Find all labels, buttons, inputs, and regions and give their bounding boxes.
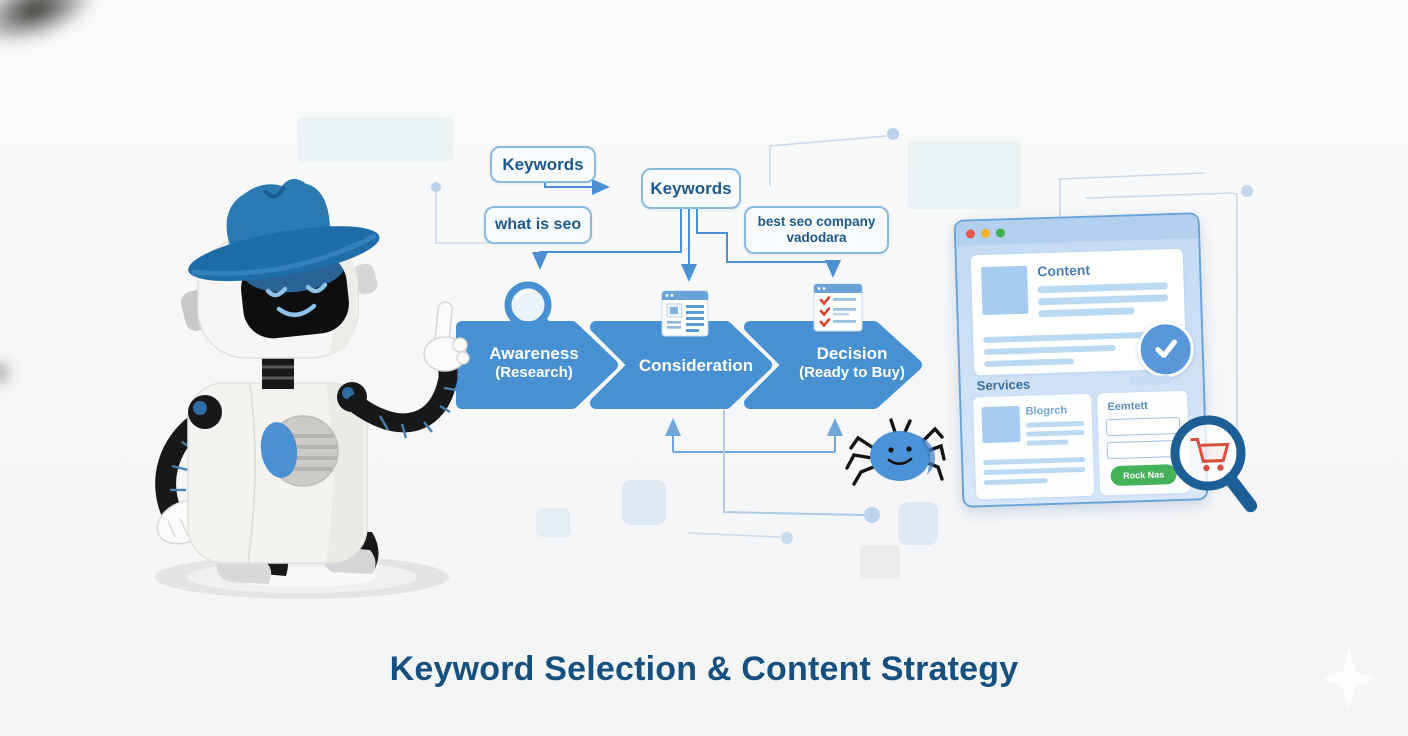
crawler-spider-icon (845, 418, 946, 486)
magnifier-cart-icon (1170, 415, 1258, 513)
text-line (1038, 307, 1135, 318)
stage-label: Decision (816, 344, 888, 363)
keyword-box-label: Keywords (650, 178, 732, 198)
keyword-box-what-is-seo: what is seo (484, 206, 592, 244)
robot-with-fedora-mascot (155, 178, 470, 599)
funnel-feedback-lines (665, 410, 865, 516)
checklist-icon (813, 283, 863, 332)
decor-rect (297, 117, 453, 162)
funnel-stage-consideration: Consideration (622, 355, 770, 376)
edge-smudge-left (0, 360, 10, 386)
text-line (983, 358, 1075, 368)
image-placeholder (981, 405, 1021, 444)
keyword-box-2: Keywords (641, 168, 741, 209)
keyword-box-1: Keywords (490, 146, 596, 183)
text-line (1038, 294, 1169, 306)
keyword-box-best-seo-company: best seo company vadodara (744, 206, 889, 254)
keyword-box-label: what is seo (494, 215, 582, 233)
decor-square (860, 545, 900, 579)
text-line (1037, 282, 1168, 294)
decor-square (536, 508, 570, 537)
funnel-chevrons (456, 321, 922, 409)
decor-node-dot (781, 532, 793, 544)
text-line (983, 456, 1086, 466)
page-title: Keyword Selection & Content Strategy (389, 650, 1019, 688)
traffic-light-green-icon (995, 227, 1006, 238)
traffic-light-yellow-icon (980, 228, 991, 238)
stage-sublabel: (Ready to Buy) (799, 364, 905, 382)
content-card: Content (970, 248, 1195, 379)
decor-square (898, 502, 938, 545)
content-heading: Content (1036, 261, 1091, 280)
checkmark-badge-icon (1136, 320, 1195, 379)
keyword-flow-arrows (532, 179, 841, 282)
funnel-stage-awareness: Awareness (Research) (460, 343, 608, 383)
services-label: Services (976, 376, 1031, 394)
funnel-stage-decision: Decision (Ready to Buy) (778, 343, 926, 383)
text-line (1026, 429, 1085, 437)
text-line (1025, 420, 1085, 428)
decor-node-dot (431, 182, 441, 192)
form-heading: Eemtett (1107, 399, 1149, 414)
text-line (983, 466, 1086, 476)
stage-sublabel: (Research) (495, 364, 573, 382)
text-line (983, 344, 1116, 356)
decor-circuit-lines (435, 135, 1238, 538)
blog-heading: Blogrch (1025, 404, 1068, 418)
text-line (983, 478, 1048, 486)
browser-titlebar (955, 214, 1199, 246)
keyword-box-label: best seo company vadodara (757, 214, 876, 245)
decor-rect (908, 141, 1021, 209)
browser-window-mockup: Content Services Blogrch Eemtett (953, 212, 1258, 513)
stage-label: Awareness (489, 344, 579, 363)
decor-node-dot (1241, 185, 1253, 197)
webpage-icon (661, 290, 709, 337)
decor-square (622, 480, 666, 525)
text-line (1128, 375, 1171, 386)
text-line (1026, 439, 1069, 446)
blog-card: Blogrch (973, 393, 1095, 500)
decor-node-dot (864, 507, 880, 523)
text-line (983, 331, 1156, 344)
stage-label: Consideration (638, 356, 754, 375)
keyword-box-label: Keywords (502, 154, 584, 174)
traffic-light-red-icon (965, 228, 976, 239)
cart-glyph (1190, 437, 1230, 463)
decor-node-dot (887, 128, 899, 140)
image-placeholder (981, 265, 1029, 316)
